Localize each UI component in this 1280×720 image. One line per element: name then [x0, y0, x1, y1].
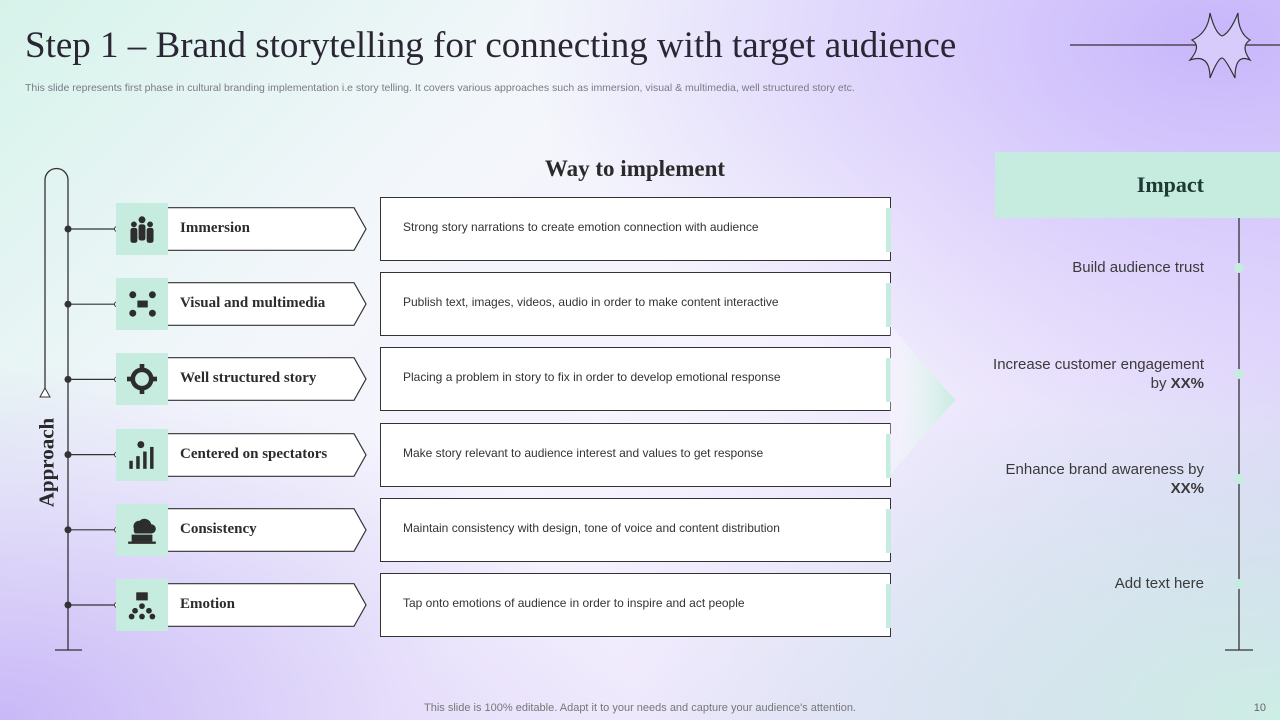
impact-header: Impact: [995, 152, 1280, 218]
approach-label-3: Centered on spectators: [168, 432, 368, 477]
approach-icon-box: [116, 278, 168, 331]
team-icon: [130, 216, 154, 243]
approach-icon-box: [116, 353, 168, 406]
implementation-box: Publish text, images, videos, audio in o…: [380, 272, 891, 337]
implementation-text: Placing a problem in story to fix in ord…: [403, 370, 781, 385]
implementation-text: Publish text, images, videos, audio in o…: [403, 295, 779, 310]
impact-item: Build audience trust: [1072, 259, 1204, 276]
footer-text: This slide is 100% editable. Adapt it to…: [424, 702, 856, 714]
implementation-box: Placing a problem in story to fix in ord…: [380, 347, 891, 412]
impact-item: Increase customer engagement by XX%: [993, 356, 1204, 392]
audience-icon: [128, 592, 156, 620]
impact-item: Enhance brand awareness by XX%: [1005, 461, 1204, 497]
approach-text: Well structured story: [180, 370, 317, 387]
approach-label-5: Emotion: [168, 583, 368, 627]
multimedia-icon: [129, 291, 156, 317]
approach-text: Emotion: [180, 596, 236, 612]
approach-text: Consistency: [180, 520, 257, 537]
brain-gear-icon: [127, 364, 157, 395]
impact-dot: [1234, 579, 1244, 589]
implementation-text: Maintain consistency with design, tone o…: [403, 520, 780, 535]
approach-label-1: Visual and multimedia: [168, 282, 368, 327]
approach-icon-box: [116, 428, 168, 481]
implementation-box: Tap onto emotions of audience in order t…: [380, 573, 891, 637]
approach-icon-box: [116, 203, 168, 255]
implementation-box: Maintain consistency with design, tone o…: [380, 497, 891, 562]
approach-label-0: Immersion: [168, 207, 368, 251]
implementation-box: Make story relevant to audience interest…: [380, 422, 891, 487]
impact-dot: [1234, 474, 1244, 484]
approach-label-2: Well structured story: [168, 357, 368, 402]
page-subtitle: This slide represents first phase in cul…: [25, 82, 855, 94]
page-title: Step 1 – Brand storytelling for connecti…: [25, 25, 957, 66]
implementation-text: Tap onto emotions of audience in order t…: [403, 596, 745, 610]
approach-label-4: Consistency: [168, 507, 368, 552]
approach-text: Centered on spectators: [180, 445, 328, 462]
implementation-text: Make story relevant to audience interest…: [403, 445, 764, 460]
approach-icon-box: [116, 579, 168, 631]
impact-dot: [1234, 369, 1244, 379]
approach-label-wrap: Approach: [22, 410, 68, 520]
approach-label: Approach: [34, 417, 59, 508]
cloud-laptop-icon: [128, 518, 156, 544]
implementation-text: Strong story narrations to create emotio…: [403, 220, 759, 234]
star-decoration-icon: [1070, 12, 1280, 79]
impact-item: Add text here: [1114, 575, 1204, 592]
approach-text: Visual and multimedia: [180, 295, 326, 312]
chevron-arrow-icon: [890, 325, 955, 475]
approach-icon-box: [116, 503, 168, 556]
impact-title: Impact: [1136, 172, 1204, 197]
way-to-implement-header: Way to implement: [544, 156, 726, 181]
impact-dot: [1234, 263, 1244, 273]
approach-text: Immersion: [180, 220, 250, 236]
growth-chart-icon: [129, 440, 154, 469]
page-number: 10: [1253, 702, 1266, 714]
impact-line: [1225, 218, 1253, 651]
implementation-box: Strong story narrations to create emotio…: [380, 197, 891, 261]
